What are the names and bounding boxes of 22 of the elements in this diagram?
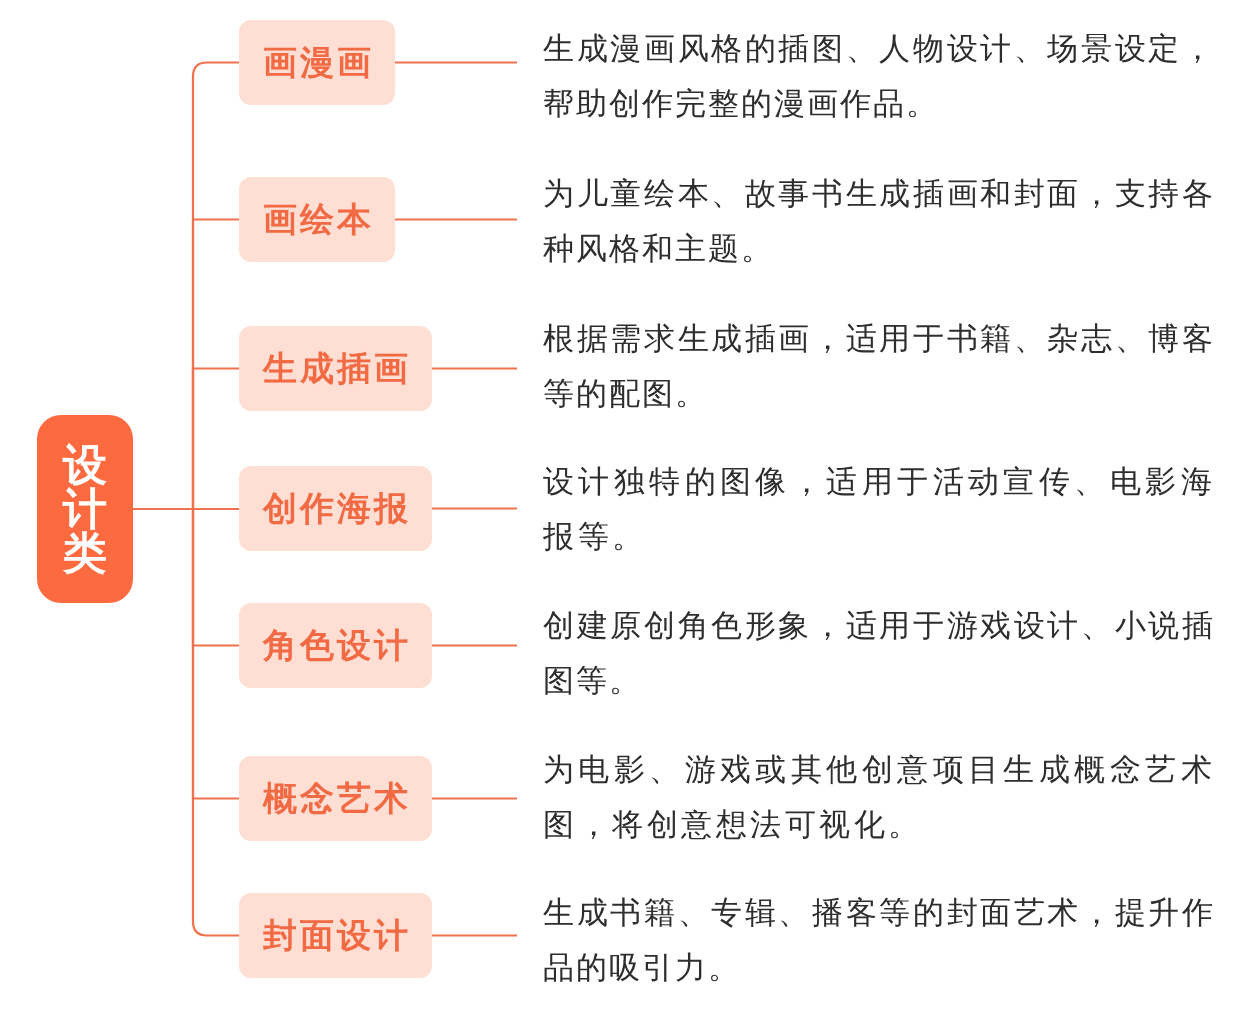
topic-box: 概念艺术: [239, 756, 432, 841]
topic-box: 封面设计: [239, 893, 432, 978]
description-text: 生成漫画风格的插图、人物设计、场景设定，帮助创作完整的漫画作品。: [543, 21, 1215, 131]
connector-line: [432, 367, 517, 370]
topic-box: 生成插画: [239, 326, 432, 411]
connector-line: [395, 218, 517, 221]
description-text: 创建原创角色形象，适用于游戏设计、小说插图等。: [543, 598, 1215, 708]
topic-box: 创作海报: [239, 466, 432, 551]
description-text: 根据需求生成插画，适用于书籍、杂志、博客等的配图。: [543, 311, 1215, 421]
connector-line: [432, 934, 517, 937]
description-text: 设计独特的图像，适用于活动宣传、电影海报等。: [543, 454, 1215, 564]
category-box: 设计类: [37, 415, 133, 603]
topic-box: 角色设计: [239, 603, 432, 688]
topic-box: 画漫画: [239, 20, 395, 105]
connector-line: [432, 797, 517, 800]
connector-line: [395, 61, 517, 64]
description-text: 为电影、游戏或其他创意项目生成概念艺术图，将创意想法可视化。: [543, 742, 1215, 852]
description-text: 生成书籍、专辑、播客等的封面艺术，提升作品的吸引力。: [543, 885, 1215, 995]
description-text: 为儿童绘本、故事书生成插画和封面，支持各种风格和主题。: [543, 166, 1215, 276]
topic-box: 画绘本: [239, 177, 395, 262]
connector-line: [432, 507, 517, 510]
connector-line: [432, 644, 517, 647]
